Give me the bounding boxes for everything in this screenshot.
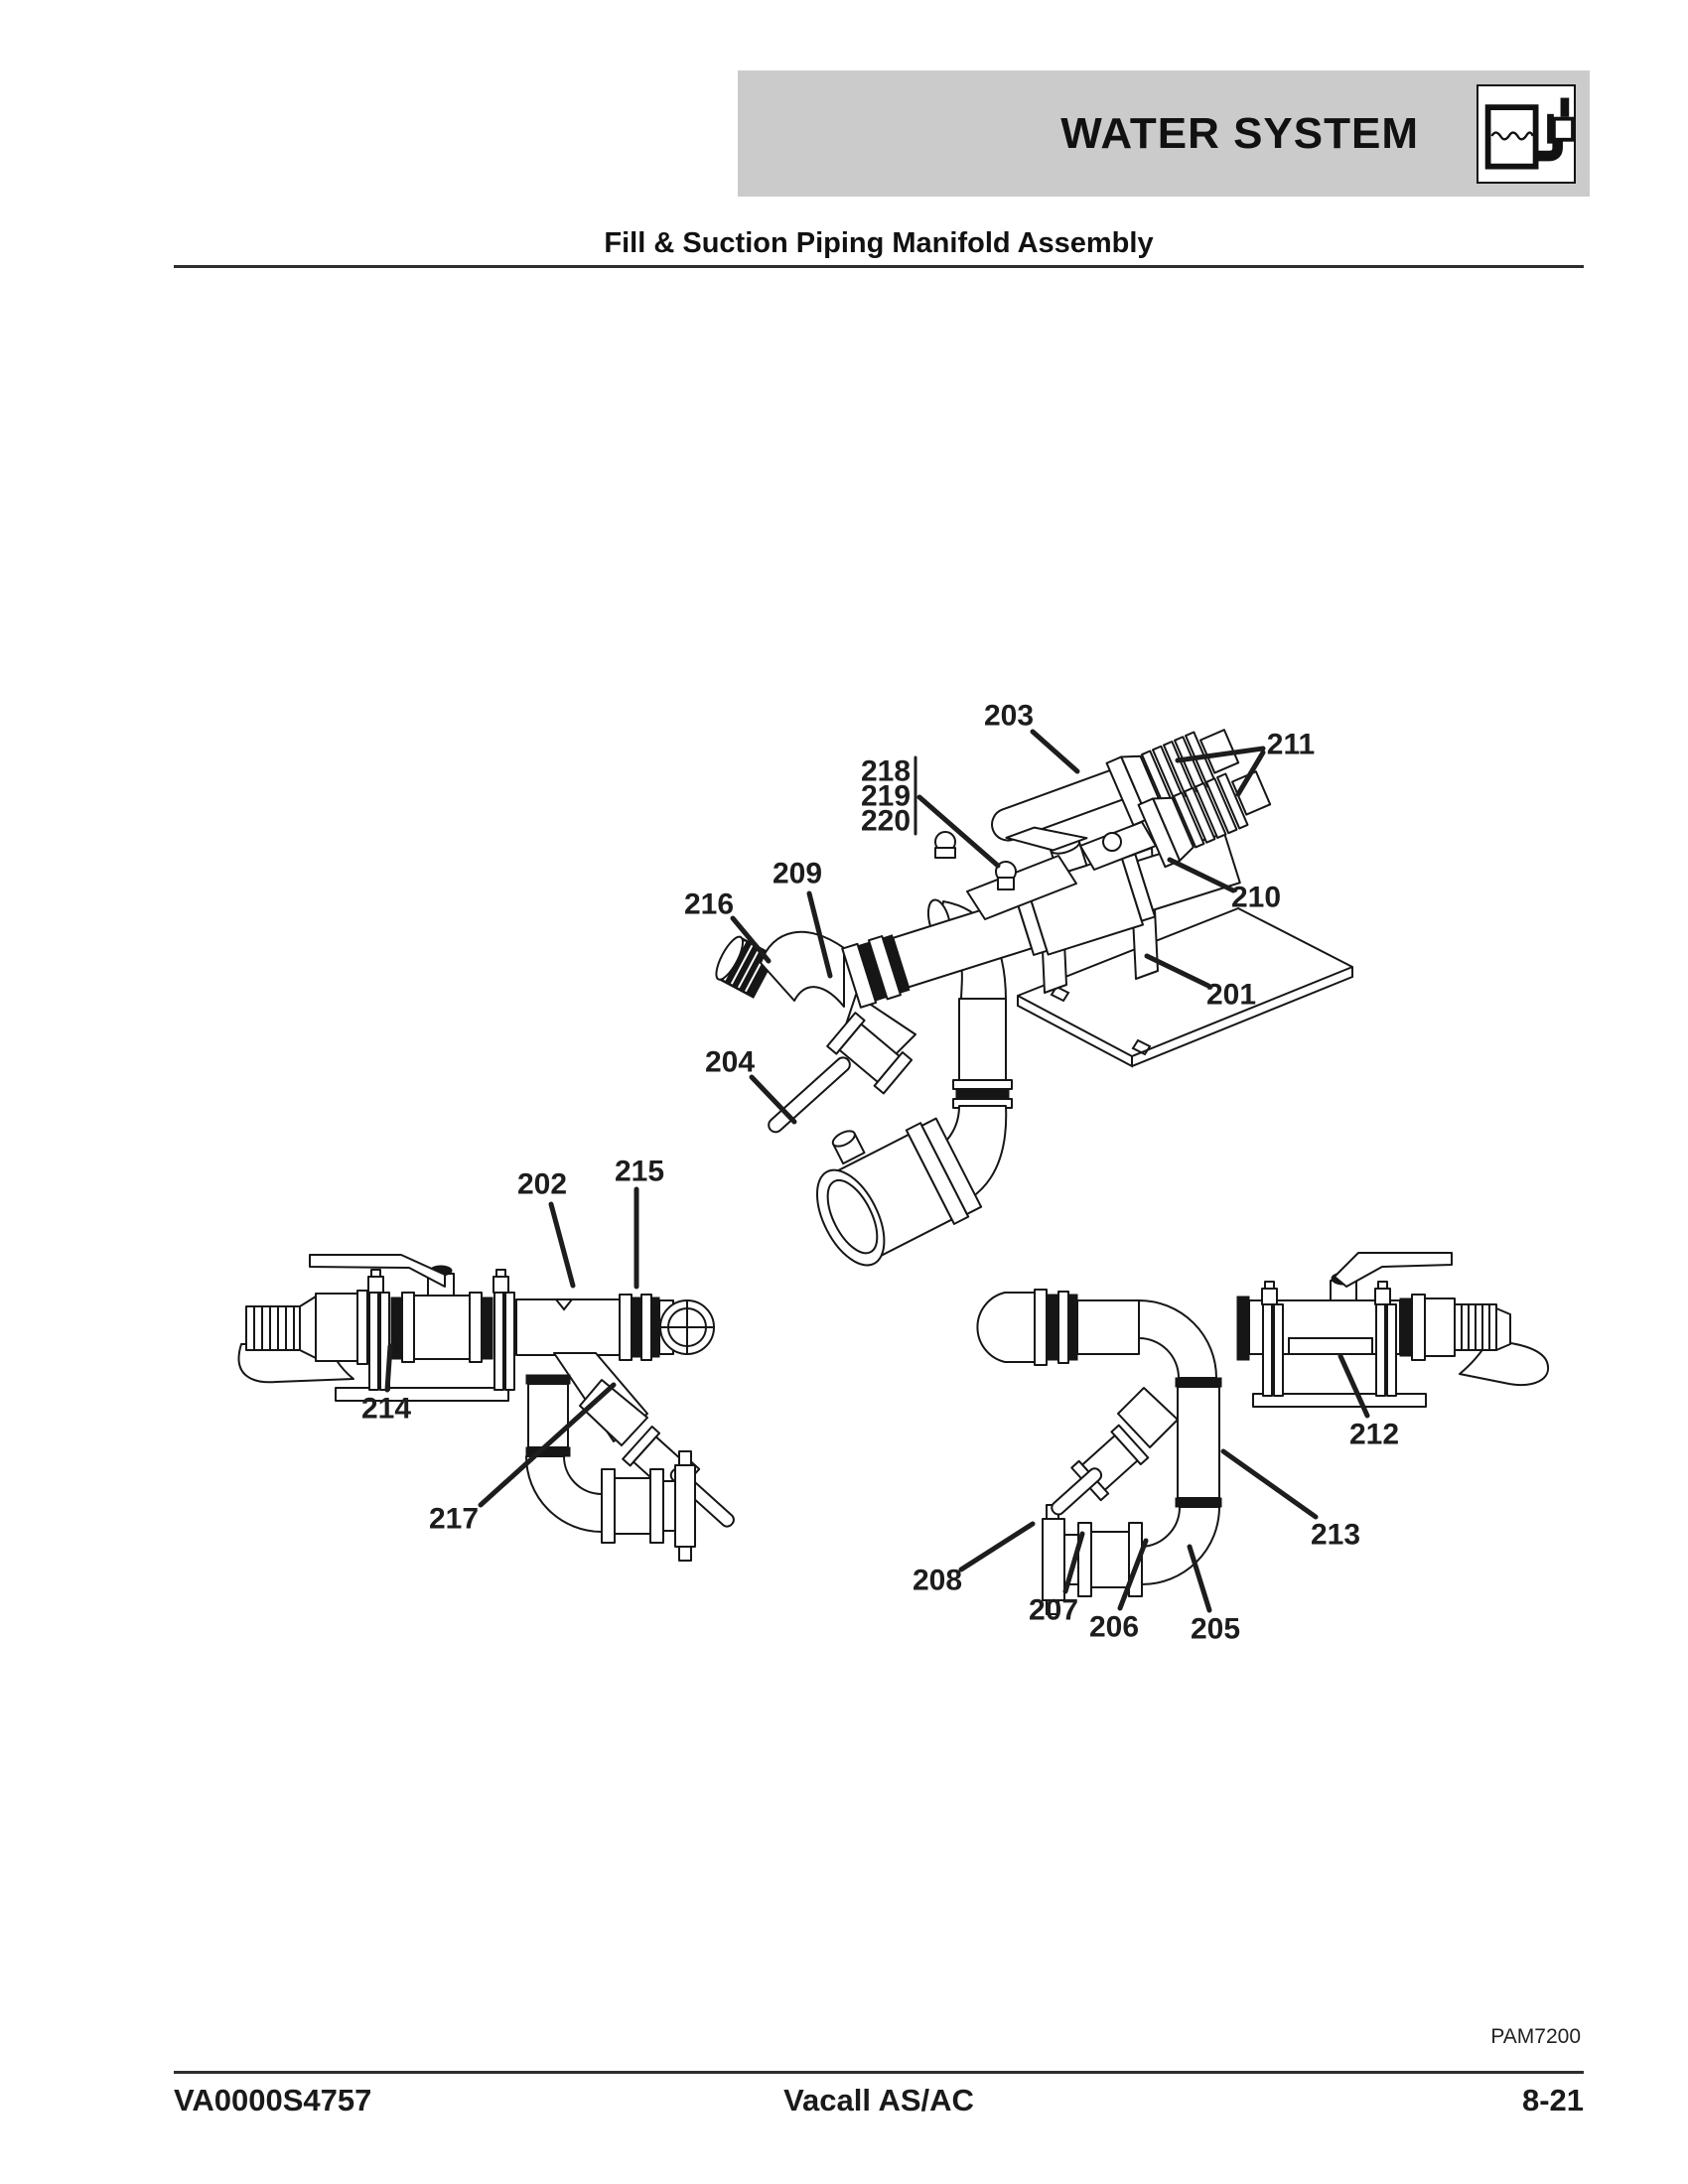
gasket-ring [390,1297,403,1360]
callout-leader-210 [1167,857,1236,893]
callout-label-215: 215 [615,1156,664,1188]
footer-doc-number: VA0000S4757 [174,2083,372,2117]
support-bracket [492,1269,515,1391]
mounting-base-plate [1017,907,1353,1068]
diagonal-drain-valve [1051,1387,1179,1516]
lower-elbow [1141,1506,1220,1585]
callout-label-204: 204 [705,1046,755,1079]
footer-page-number: 8-21 [1521,2083,1584,2117]
carry-handle [1459,1340,1550,1386]
footer-model-name: Vacall AS/AC [783,2083,974,2117]
callout-leader-206 [1117,1538,1149,1611]
callout-leader-217 [478,1382,617,1508]
hose-barb-lower [1137,770,1272,869]
callout-layer: 201 202 203 204 205 206 207 208 209 210 211 212 213 2… [361,700,1399,1646]
suction-inlet-tube [815,1117,983,1267]
callout-leader-208 [958,1521,1036,1572]
callout-label-217: 217 [429,1503,479,1536]
inlet-pipe [1076,1299,1140,1355]
callout-leader-209 [806,890,833,979]
down-pipe [1175,1377,1222,1508]
callout-label-208: 208 [913,1565,962,1597]
callout-leader-201 [1144,953,1211,989]
base-plate [335,1387,509,1402]
sight-cap-coupling [619,1294,715,1361]
gasket-ring [481,1297,493,1360]
page-subtitle: Fill & Suction Piping Manifold Assembly [604,227,1154,259]
callout-group-leader [916,794,1001,869]
water-tank-hose-icon [1477,84,1576,184]
callout-leader-204 [749,1074,797,1125]
ball-valve [309,1254,483,1363]
callout-leader-213 [1220,1448,1319,1520]
figure-reference: PAM7200 [1490,2025,1581,2048]
callout-label-202: 202 [517,1168,567,1201]
gasket-ring [1236,1296,1250,1361]
subtitle-rule [174,265,1584,268]
footer-rule [174,2071,1584,2074]
callout-label-218: 218 [861,755,911,788]
section-title: WATER SYSTEM [1060,109,1419,158]
section-header-bar: WATER SYSTEM [738,70,1590,197]
hose-barb-upper [1105,729,1240,827]
dome-cap-coupling [976,1289,1078,1366]
hose-barb-adapter [245,1290,368,1365]
mounting-plate-bolts [966,821,1157,920]
callout-leader-202 [548,1201,576,1289]
left-manifold-assembly [237,1254,735,1562]
callout-label-216: 216 [684,888,734,921]
water-tank-hose-icon-art [1484,97,1575,170]
callout-leader-216 [730,915,772,964]
outlet-barb-adapter [1399,1294,1511,1361]
callout-leader-211 [1235,750,1266,797]
callout-label-203: 203 [984,700,1034,733]
callout-label-213: 213 [1311,1519,1360,1552]
callout-label-211: 211 [1267,729,1315,761]
callout-label-210: 210 [1231,882,1281,914]
callout-leader-205 [1187,1544,1212,1613]
upper-elbow [1138,1299,1217,1379]
callout-label-209: 209 [773,858,822,890]
top-manifold-assembly [715,729,1353,1267]
callout-leader-203 [1030,729,1080,774]
callout-label-219: 219 [861,780,911,813]
right-manifold-assembly [976,1252,1550,1615]
down-pipe-and-elbow [525,1374,696,1562]
callout-label-206: 206 [1089,1611,1139,1644]
callout-label-201: 201 [1206,979,1256,1012]
callout-leader-212 [1337,1353,1370,1419]
valve-handle [934,761,1152,859]
callout-label-220: 220 [861,805,911,838]
callout-leader-207 [1062,1531,1085,1594]
callout-leader-211 [1175,746,1266,763]
vertical-drop-pipe [952,998,1013,1109]
callout-leader-214 [384,1343,393,1393]
callout-label-205: 205 [1191,1613,1240,1646]
callout-label-212: 212 [1349,1419,1399,1451]
callout-label-207: 207 [1029,1594,1078,1627]
callout-label-214: 214 [361,1393,411,1426]
base-plate [1252,1393,1427,1408]
valve-manifold [1248,1252,1453,1397]
